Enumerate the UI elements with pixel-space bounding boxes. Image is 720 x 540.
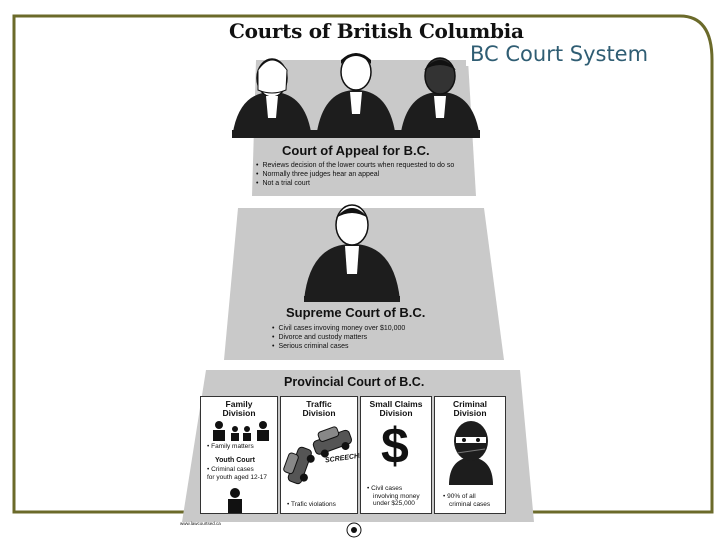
criminal-text: • 90% of all criminal cases (443, 493, 490, 508)
traffic-division: Traffic Division SCREECH! • Trafic viola… (280, 396, 358, 514)
division-heading: Criminal Division (435, 400, 505, 418)
seal-icon (346, 522, 362, 538)
division-heading: Traffic Division (281, 400, 357, 418)
traffic-bullet: • Trafic violations (287, 501, 336, 509)
family-division: Family Division • Family matters Youth C… (200, 396, 278, 514)
criminal-division: Criminal Division • 90% of all criminal … (434, 396, 506, 514)
small-claims-text: • Civil cases involving money under $25,… (367, 485, 420, 508)
family-icon (207, 419, 273, 441)
slide-title: BC Court System (466, 42, 706, 66)
small-claims-division: Small Claims Division $ • Civil cases in… (360, 396, 432, 514)
footer-url: www.lawcourtsed.ca (180, 521, 221, 526)
youth-court-heading: Youth Court (215, 457, 255, 465)
youth-icon (225, 487, 245, 513)
masked-criminal-icon (443, 419, 499, 485)
youth-court-text: • Criminal cases for youth aged 12-17 (207, 466, 267, 481)
provincial-label: Provincial Court of B.C. (284, 375, 424, 389)
division-heading: Small Claims Division (361, 400, 431, 418)
family-bullet: • Family matters (207, 443, 254, 451)
division-heading: Family Division (201, 400, 277, 418)
dollar-icon: $ (381, 419, 409, 473)
